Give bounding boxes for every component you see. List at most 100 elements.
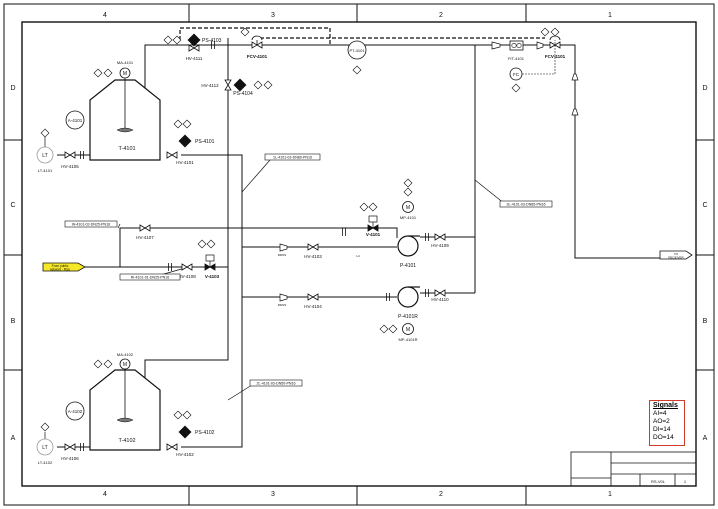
reducer-suction1-icon <box>279 243 288 252</box>
reducer-top-icon <box>491 41 501 50</box>
instr-a4102[interactable]: A-4102 <box>65 401 85 421</box>
signals-di: DI=14 <box>653 426 671 433</box>
flow-controller-fc[interactable]: FC <box>509 67 523 81</box>
level-transmitter-lt4102[interactable]: LT LT-4102 <box>36 438 54 465</box>
signals-summary-box: Signals AI=4 AO=2 DI=14 DO=14 <box>649 400 685 446</box>
pressure-switch-ps4103-icon[interactable] <box>187 33 201 47</box>
mixer-ma4101[interactable]: M MA-4101 <box>117 60 134 79</box>
signal-ps4103-a-icon <box>163 35 173 45</box>
valve-hv4102-icon[interactable] <box>166 443 178 451</box>
signal-fcv-a-icon <box>240 27 250 37</box>
instr-a4102-label: A-4102 <box>68 409 83 414</box>
valve-hv4106-icon[interactable] <box>64 443 76 451</box>
title-block <box>570 451 697 487</box>
line-label-2-text: 3L-4101-03-DN65-PN16 <box>507 203 546 207</box>
valve-hv4101-icon[interactable] <box>166 151 178 159</box>
signal-v4101-b-icon <box>368 202 378 212</box>
ps4101-label: PS-4101 <box>195 139 215 145</box>
v4101-label: V-4101 <box>366 232 381 237</box>
pressure-switch-ps4102-icon[interactable] <box>178 425 192 439</box>
fc-label: FC <box>513 72 520 77</box>
offpage-line2: RECEIVER <box>668 256 684 260</box>
pressure-transmitter-pt4101[interactable]: PT-4101 <box>347 40 367 60</box>
fcv4101-b-label: FCV-4101 <box>545 54 566 59</box>
signal-v4101-a-icon <box>359 202 369 212</box>
signal-di-ma4101-icon <box>103 68 113 78</box>
tank-t4101[interactable]: T-4101 <box>89 75 161 161</box>
valve-hv4105-label: HV-4105 <box>61 164 79 169</box>
signal-mp4101r-b-icon <box>388 324 398 334</box>
control-valve-fcv4101-a[interactable] <box>251 35 263 49</box>
instr-a4101[interactable]: A-4101 <box>65 110 85 130</box>
zone-top-3: 3 <box>271 12 275 19</box>
mixer-ma4102[interactable]: M MA-4102 <box>117 352 134 370</box>
offpage-connector-receiver[interactable]: TO RECEIVER <box>659 250 693 260</box>
level-transmitter-lt4101[interactable]: LT LT-4101 <box>36 146 54 173</box>
valve-hv4109-icon[interactable] <box>434 233 446 241</box>
row-left-b: B <box>11 318 16 325</box>
line-label-1: 1L-4101-03-DN80-PN16 <box>264 153 321 161</box>
tank-t4102[interactable]: T-4102 <box>89 365 161 451</box>
pump-motor-mp4101r[interactable]: M MP-4101R <box>398 323 418 343</box>
line-label-2: 3L-4101-03-DN65-PN16 <box>499 200 553 208</box>
valve-hv4110-icon[interactable] <box>434 289 446 297</box>
signal-ai-pt4101-icon <box>352 65 362 75</box>
mp4101-label: MP-4101 <box>400 215 417 220</box>
signal-ps4104-b-icon <box>263 80 273 90</box>
pressure-switch-ps4104-icon[interactable] <box>233 78 247 92</box>
valve-hv4107-icon[interactable] <box>139 224 151 232</box>
signal-mp4101r-a-icon <box>379 324 389 334</box>
title-block-sheet: 1 <box>684 479 687 484</box>
feed-line2: network - Rizo <box>50 268 71 272</box>
valve-hv4104-icon[interactable] <box>307 293 319 301</box>
pump-p4101-label: P-4101 <box>400 263 416 269</box>
valve-hv4108-icon[interactable] <box>181 263 193 271</box>
signal-mp4101-b-icon <box>403 187 413 197</box>
signal-mp4101-a-icon <box>403 178 413 188</box>
zone-bottom-3: 3 <box>271 491 275 498</box>
valve-hv4111-label: HV-4111 <box>186 56 203 61</box>
row-left-d: D <box>10 85 15 92</box>
row-right-c: C <box>702 202 707 209</box>
drawing-frame <box>3 3 715 506</box>
valve-hv4107-label: HV-4107 <box>136 235 154 240</box>
valve-hv4109-label: HV-4109 <box>431 243 449 248</box>
instr-a4101-label: A-4101 <box>68 118 83 123</box>
signal-ai-lt4102-icon <box>40 422 50 432</box>
reducer-suction2-icon <box>279 293 288 302</box>
valve-hv4103-icon[interactable] <box>307 243 319 251</box>
zone-bottom-1: 1 <box>608 491 612 498</box>
valve-hv4105-icon[interactable] <box>64 151 76 159</box>
valve-hv4112-label: HV-4112 <box>201 83 219 88</box>
signal-ps4104-a-icon <box>253 80 263 90</box>
solenoid-valve-v4103[interactable] <box>204 254 216 271</box>
signal-ps4101-a-icon <box>173 119 183 129</box>
line-label-3: 2L-4101-03-DN50-PN16 <box>249 379 303 387</box>
signals-ai: AI=4 <box>653 410 667 417</box>
row-right-a: A <box>703 435 708 442</box>
tank-t4101-label: T-4101 <box>118 146 135 152</box>
pressure-switch-ps4101-icon[interactable] <box>178 134 192 148</box>
offpage-line1: TO <box>674 252 679 256</box>
lt4102-label: LT-4102 <box>38 460 53 465</box>
pump-p4101r[interactable]: P-4101R <box>397 286 420 320</box>
pump-p4101[interactable]: P-4101 <box>397 235 420 269</box>
pump-motor-mp4101[interactable]: M MP-4101 <box>400 201 417 221</box>
valve-hv4103-label: HV-4103 <box>304 254 322 259</box>
reducer-vert1-icon <box>571 73 579 81</box>
solenoid-valve-v4101[interactable] <box>367 215 379 232</box>
fc-signal-line <box>522 40 556 75</box>
mixer2-motor-m-label: M <box>123 362 127 368</box>
reducer-vert2-icon <box>571 108 579 116</box>
row-left-a: A <box>11 435 16 442</box>
feed-source-flag[interactable]: From public network - Rizo <box>42 262 86 272</box>
signal-do-ma4102-icon <box>93 359 103 369</box>
valve-hv4112-icon[interactable] <box>224 79 232 91</box>
signals-title: Signals <box>653 402 678 409</box>
flow-meter-fit4101[interactable]: FIT-4101 <box>508 40 525 61</box>
signal-lines <box>179 27 545 45</box>
signal-do-ma4101-icon <box>93 68 103 78</box>
flange7-icon <box>342 227 346 237</box>
ps4102-label: PS-4102 <box>195 430 215 436</box>
